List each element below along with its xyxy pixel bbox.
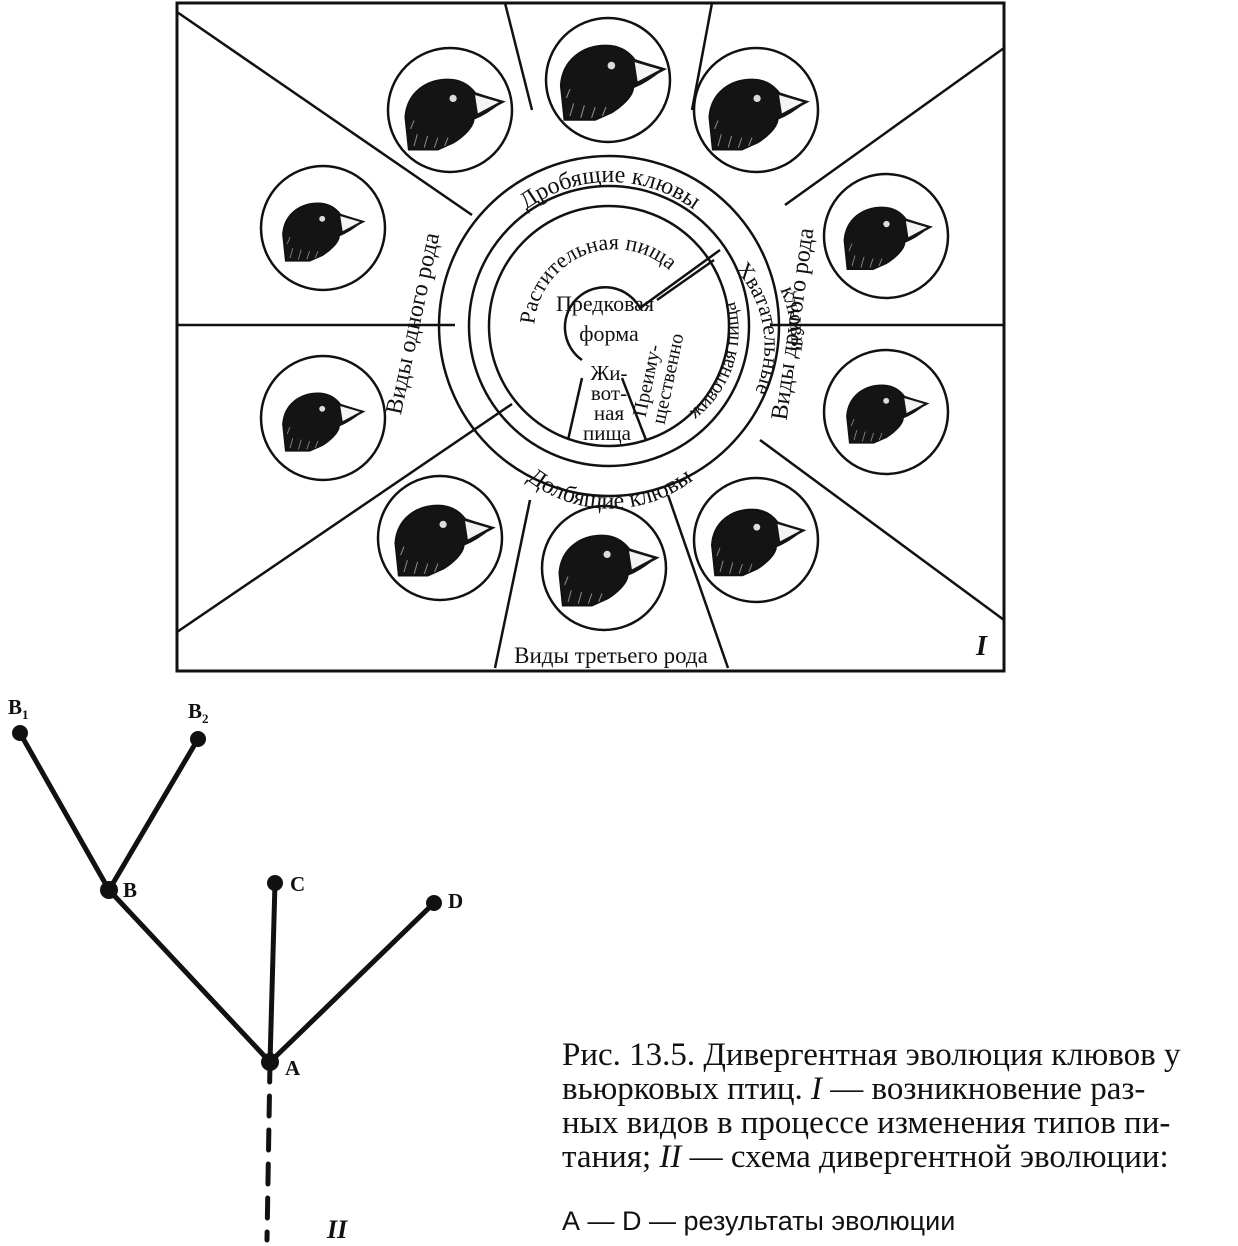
tree-labels: B1 B2 B C D A bbox=[8, 695, 463, 1080]
bird-circle bbox=[259, 354, 387, 482]
node-b bbox=[100, 881, 118, 899]
label-d: D bbox=[448, 889, 463, 913]
node-b1 bbox=[12, 725, 28, 741]
label-species-third-genus: Виды третьего рода bbox=[514, 643, 708, 668]
bird-circle bbox=[544, 16, 672, 144]
part-one-numeral: I bbox=[975, 631, 988, 662]
outer-ring bbox=[437, 154, 781, 498]
bird-circle bbox=[540, 504, 668, 632]
bird-circle bbox=[822, 348, 950, 476]
part-two-tree: B1 B2 B C D A II bbox=[8, 695, 463, 1244]
node-d bbox=[426, 895, 442, 911]
bird-circle bbox=[692, 46, 820, 174]
middle-ring bbox=[467, 184, 751, 468]
tree-nodes bbox=[12, 725, 442, 1071]
bird-circle bbox=[386, 46, 514, 174]
node-c bbox=[267, 875, 283, 891]
bird-circle bbox=[259, 164, 387, 292]
caption-line-2: вьюрковых птиц. I — возникновение раз- bbox=[562, 1071, 1146, 1107]
node-a bbox=[261, 1053, 279, 1071]
label-animal-3: ная bbox=[594, 401, 625, 425]
label-animal-1: Жи- bbox=[590, 361, 627, 385]
sector-dividers bbox=[176, 2, 1005, 669]
bird-circle bbox=[376, 474, 504, 602]
label-c: C bbox=[290, 872, 305, 896]
label-b2: B2 bbox=[188, 699, 209, 726]
label-animal-4: пища bbox=[583, 421, 632, 445]
part-two-numeral: II bbox=[326, 1215, 348, 1244]
tree-branches bbox=[17, 730, 437, 1243]
bird-circle bbox=[822, 172, 950, 300]
caption-line-1: Рис. 13.5. Дивергентная эволюция клювов … bbox=[562, 1037, 1181, 1073]
caption-line-3: ных видов в процессе изменения типов пи- bbox=[562, 1105, 1171, 1141]
inner-ring bbox=[487, 204, 731, 448]
label-animal-2: вот- bbox=[591, 381, 627, 405]
label-b: B bbox=[123, 878, 137, 902]
label-b1: B1 bbox=[8, 695, 29, 722]
label-ancestral-2: форма bbox=[579, 321, 639, 346]
figure-caption: Рис. 13.5. Дивергентная эволюция клювов … bbox=[562, 1038, 1212, 1174]
caption-line-4: тания; II — схема дивергентной эволюции: bbox=[562, 1139, 1169, 1175]
node-b2 bbox=[190, 731, 206, 747]
label-a: A bbox=[285, 1056, 301, 1080]
part-one-diagram: Дробящие клювы Долбящие клювы Растительн… bbox=[175, 1, 1006, 673]
center-spiral bbox=[563, 248, 721, 362]
label-ancestral-1: Предковая bbox=[556, 291, 654, 316]
concentric-rings bbox=[437, 154, 781, 498]
bird-portraits bbox=[259, 16, 950, 632]
legend-results: А — D — результаты эволюции bbox=[562, 1206, 956, 1236]
bird-circle bbox=[692, 476, 820, 604]
